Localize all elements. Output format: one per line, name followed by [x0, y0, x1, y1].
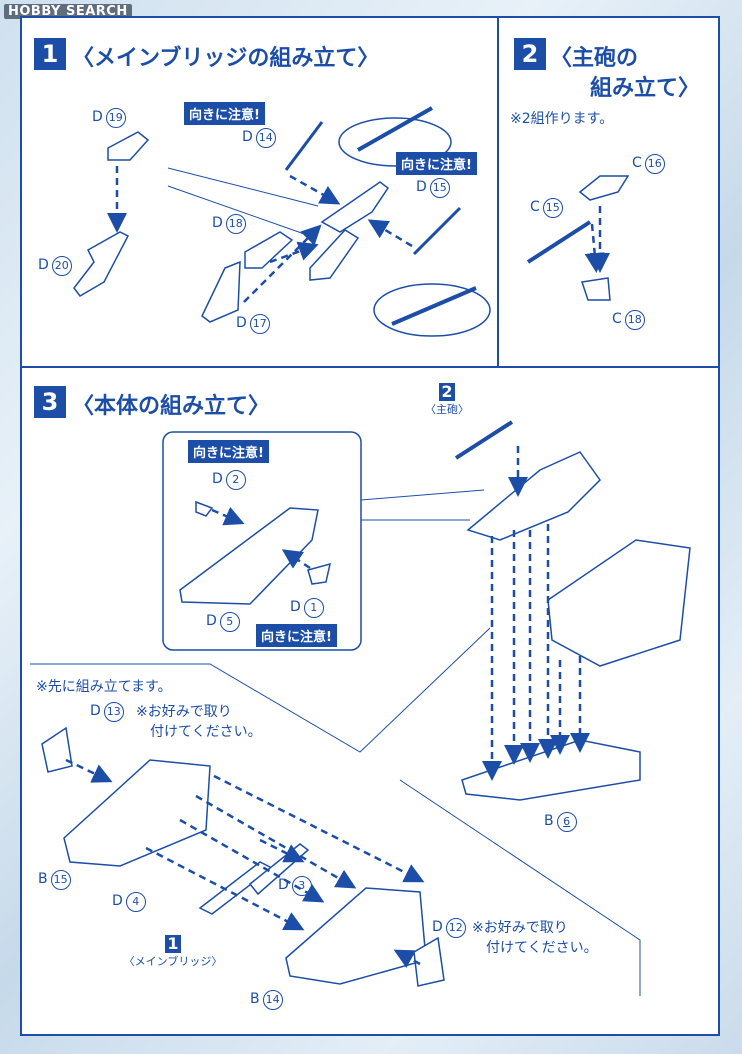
caution-label: 向きに注意!: [188, 440, 269, 463]
part-b6-drawing: [461, 739, 641, 801]
section-divider-vertical: [497, 16, 499, 366]
part-d13-drawing: [41, 726, 73, 773]
ref-main-gun: 2 〈主砲〉: [425, 382, 469, 417]
step-1-number: 1: [34, 38, 66, 70]
watermark-logo: HOBBY SEARCH: [4, 4, 132, 19]
step-3-number: 3: [34, 386, 66, 418]
part-b15-drawing: [63, 759, 211, 867]
step-1-title: 〈メインブリッジの組み立て〉: [72, 46, 380, 71]
bridge-base-drawing: [309, 229, 360, 281]
part-d2-drawing: [195, 500, 214, 517]
part-d19-drawing: [107, 131, 150, 161]
prebuild-note: ※先に組み立てます。: [36, 679, 172, 695]
part-c18-drawing: [581, 277, 611, 301]
part-d20-drawing: [73, 231, 130, 297]
optional-note-d13: ※お好みで取り 付けてください。: [136, 704, 262, 740]
step-2-title-line2: 組み立て〉: [590, 76, 701, 101]
hull-upper-drawing: [547, 539, 691, 667]
step-2-note: ※2組作ります。: [510, 111, 614, 127]
part-b14-drawing: [285, 887, 427, 985]
part-d5-drawing: [179, 507, 319, 605]
part-d14-drawing: [284, 121, 324, 171]
main-gun-drawing: [454, 420, 514, 460]
part-d1-drawing: [307, 562, 332, 585]
part-c16-drawing: [578, 175, 630, 201]
section-divider-horizontal: [20, 366, 720, 368]
part-d15-drawing: [412, 206, 462, 256]
step-3-title: 〈本体の組み立て〉: [72, 394, 271, 419]
part-d18-drawing: [244, 231, 294, 269]
part-c15-drawing: [526, 220, 592, 264]
ref-main-bridge: 1 〈メインブリッジ〉: [123, 934, 223, 969]
caution-label: 向きに注意!: [396, 152, 477, 175]
upper-deck-drawing: [466, 451, 601, 541]
step-2-number: 2: [514, 38, 546, 70]
part-d12-drawing: [413, 936, 445, 987]
optional-note-d12: ※お好みで取り 付けてください。: [472, 920, 598, 956]
bridge-top-drawing: [320, 181, 390, 233]
caution-label: 向きに注意!: [184, 102, 265, 125]
caution-label: 向きに注意!: [256, 624, 337, 647]
detail-bubble-2: [373, 283, 491, 337]
step-2-title-line1: 〈主砲の: [550, 46, 639, 71]
part-d17-drawing: [201, 260, 241, 323]
